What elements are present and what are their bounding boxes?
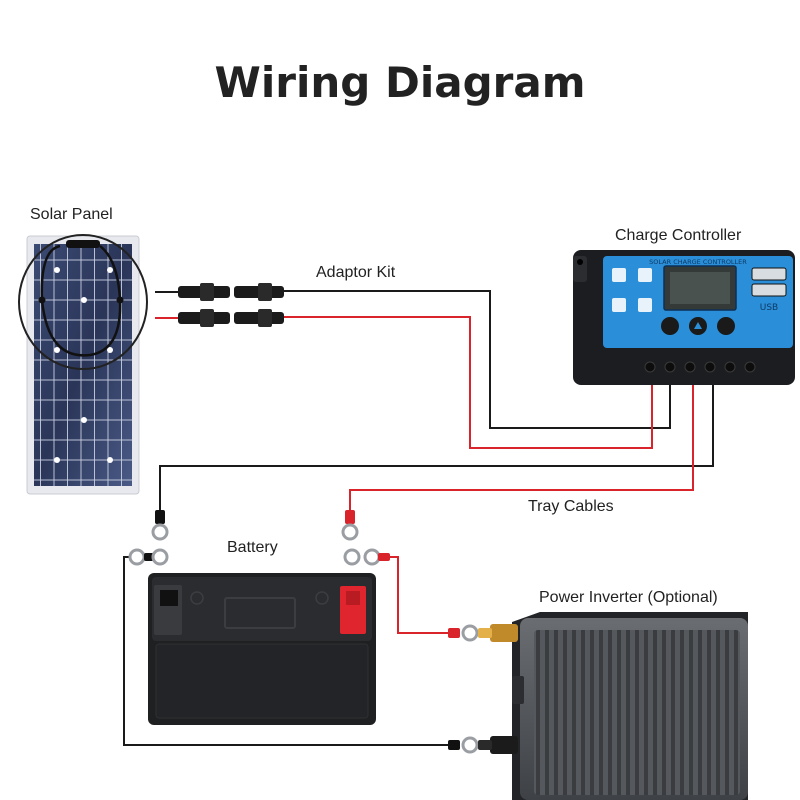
usb-port-top (751, 267, 787, 281)
controller-button-left (661, 317, 679, 335)
battery-positive-ring-inverter (363, 548, 381, 566)
power-inverter-label: Power Inverter (Optional) (539, 589, 718, 606)
tray-cables-label: Tray Cables (528, 498, 614, 515)
charge-controller: SOLAR CHARGE CONTROLLER USB (573, 250, 795, 385)
inverter-positive-wire (388, 556, 450, 634)
panel-positive-wire (282, 316, 653, 449)
battery (148, 573, 376, 725)
battery-negative-ring-controller (151, 548, 169, 566)
battery-positive-ring-controller (343, 548, 361, 566)
panel-negative-wire (282, 290, 671, 429)
battery-label: Battery (227, 539, 278, 556)
controller-header-text: SOLAR CHARGE CONTROLLER (649, 258, 747, 266)
battery-negative-ring-top (151, 523, 169, 541)
solar-panel (18, 234, 148, 495)
page-title: Wiring Diagram (214, 58, 586, 107)
inverter-negative-terminal (490, 736, 518, 754)
adaptor-kit-connectors (155, 283, 284, 327)
power-inverter (478, 612, 748, 800)
adaptor-kit-label: Adaptor Kit (316, 264, 396, 281)
inverter-positive-ring (461, 624, 479, 642)
panel-highlight-oval (18, 234, 148, 370)
battery-positive-wire (349, 378, 694, 512)
usb-label: USB (760, 303, 778, 313)
battery-negative-ring-inverter (128, 548, 146, 566)
inverter-negative-ring (461, 736, 479, 754)
battery-label-plate (224, 597, 296, 629)
usb-port-bottom (751, 283, 787, 297)
inverter-positive-terminal (490, 624, 518, 642)
battery-negative-terminal (160, 590, 178, 606)
battery-negative-wire (159, 378, 714, 515)
charge-controller-label: Charge Controller (615, 227, 742, 244)
controller-button-right (717, 317, 735, 335)
battery-positive-ring-top (341, 523, 359, 541)
solar-panel-label: Solar Panel (30, 206, 113, 223)
ring-terminals (128, 510, 479, 754)
